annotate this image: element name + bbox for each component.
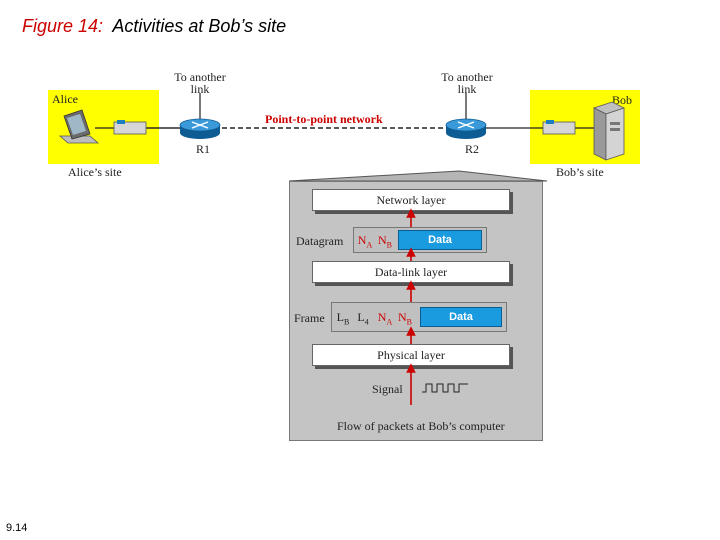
na-sub: A bbox=[386, 317, 393, 327]
lb-field: LB bbox=[334, 303, 352, 331]
switch-icon bbox=[113, 120, 147, 135]
datagram-data: Data bbox=[398, 230, 482, 250]
to-another-link-left: To another link bbox=[160, 71, 240, 95]
l4-text: L bbox=[357, 310, 365, 324]
na-text: N bbox=[357, 233, 367, 247]
nb-sub: B bbox=[406, 317, 412, 327]
nb-field: NB bbox=[396, 303, 414, 331]
flow-caption: Flow of packets at Bob’s computer bbox=[337, 419, 505, 433]
to-another-line1: To another bbox=[441, 70, 493, 84]
bob-site-label: Bob’s site bbox=[556, 165, 604, 179]
slide-number: 9.14 bbox=[6, 522, 28, 534]
figure-title-text: Activities at Bob’s site bbox=[112, 16, 287, 36]
frame-packet: LB L4 NA NB Data bbox=[331, 302, 507, 332]
na-text: N bbox=[377, 310, 387, 324]
signal-waveform bbox=[422, 383, 468, 393]
l4-field: L4 bbox=[354, 303, 372, 331]
router-r1-label: R1 bbox=[196, 142, 211, 156]
l4-sub: 4 bbox=[364, 317, 369, 327]
frame-data: Data bbox=[420, 307, 502, 327]
datagram-packet: NA NB Data bbox=[353, 227, 487, 253]
router-r2-icon bbox=[445, 118, 487, 139]
alice-site-label: Alice’s site bbox=[68, 165, 122, 179]
point-to-point-label: Point-to-point network bbox=[265, 112, 383, 126]
to-another-line2: link bbox=[457, 82, 477, 96]
alice-label: Alice bbox=[52, 92, 78, 106]
server-icon bbox=[592, 101, 626, 161]
to-another-link-right: To another link bbox=[427, 71, 507, 95]
na-field: NA bbox=[376, 303, 394, 331]
router-r2-label: R2 bbox=[465, 142, 480, 156]
lb-text: L bbox=[336, 310, 344, 324]
nb-text: N bbox=[377, 233, 387, 247]
to-another-line2: link bbox=[190, 82, 210, 96]
router-r1-icon bbox=[179, 118, 221, 139]
figure-label: Figure 14: bbox=[22, 16, 104, 36]
figure-title: Figure 14: Activities at Bob’s site bbox=[22, 16, 286, 37]
nb-field: NB bbox=[376, 228, 394, 252]
frame-label: Frame bbox=[294, 311, 325, 325]
network-diagram bbox=[58, 93, 626, 182]
to-another-line1: To another bbox=[174, 70, 226, 84]
network-layer-box: Network layer bbox=[312, 189, 510, 211]
signal-label: Signal bbox=[372, 382, 403, 396]
bob-label: Bob bbox=[612, 93, 633, 107]
datagram-label: Datagram bbox=[296, 234, 344, 248]
switch-icon bbox=[542, 120, 576, 135]
laptop-icon bbox=[58, 109, 100, 144]
nb-text: N bbox=[397, 310, 407, 324]
lb-sub: B bbox=[344, 317, 350, 327]
na-sub: A bbox=[366, 240, 373, 250]
na-field: NA bbox=[356, 228, 374, 252]
nb-sub: B bbox=[386, 240, 392, 250]
